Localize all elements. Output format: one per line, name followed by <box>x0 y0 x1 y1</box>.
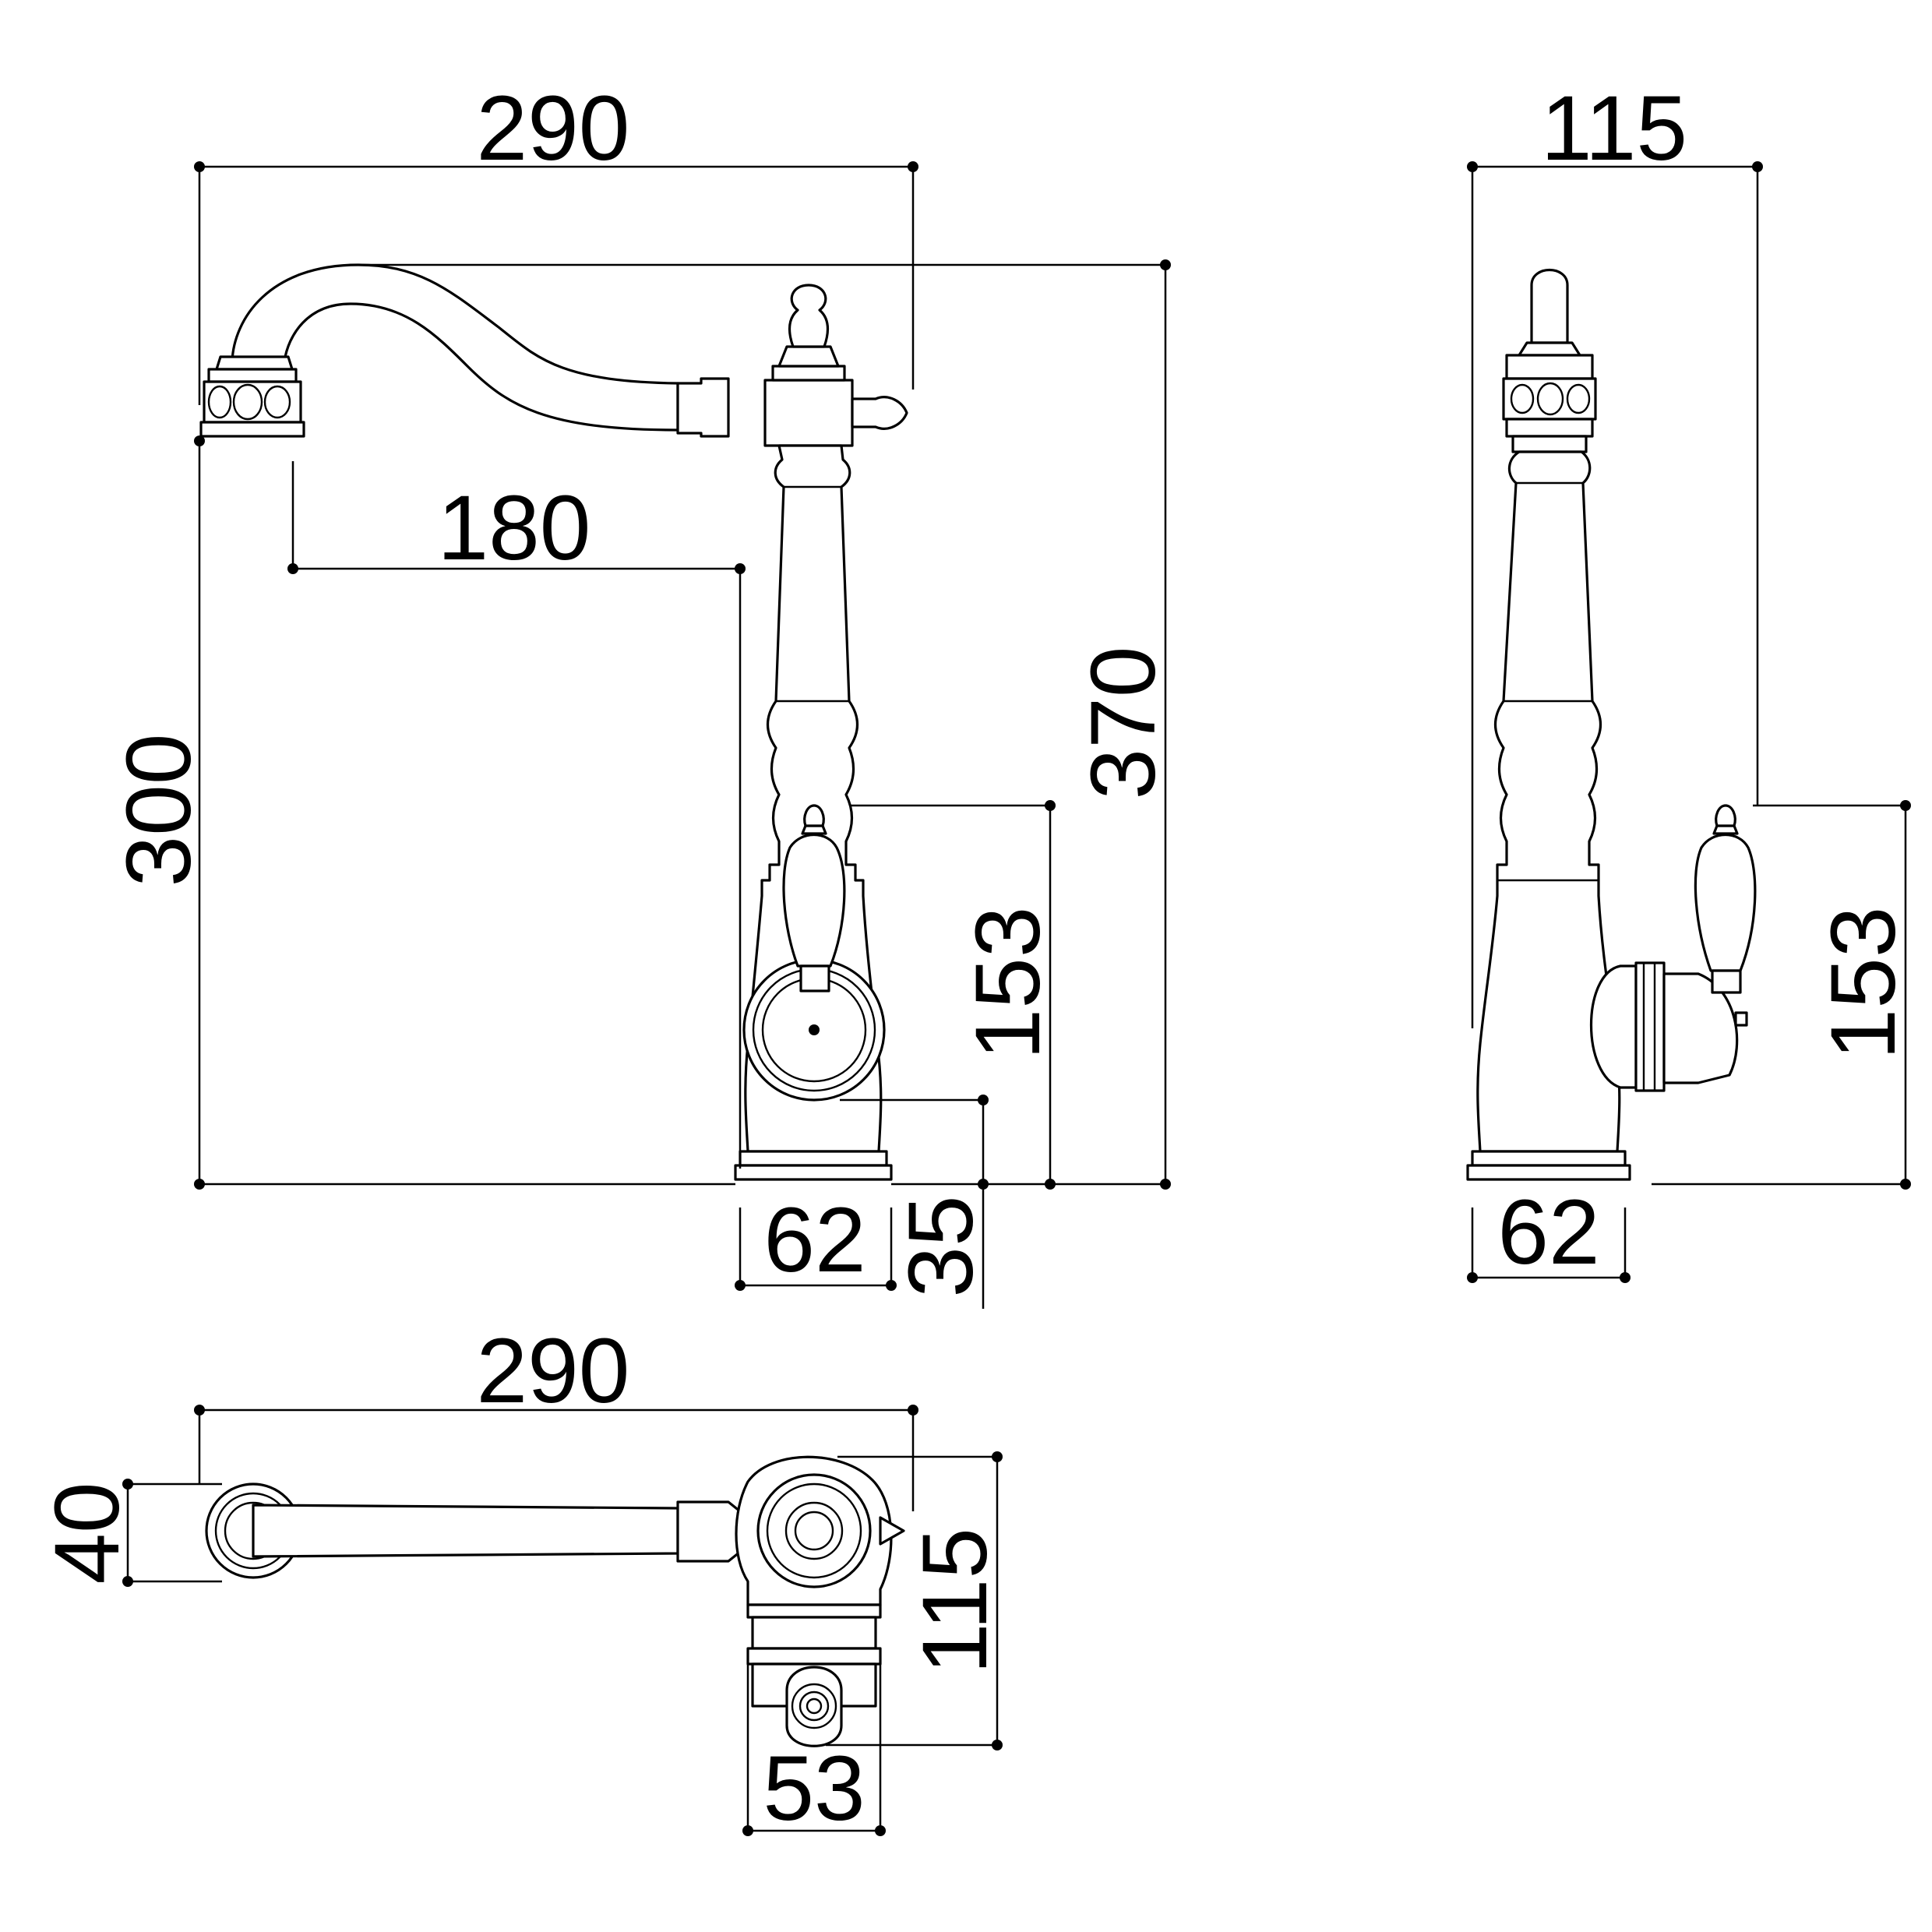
dimension-lines <box>122 161 1911 1836</box>
top-base-label: 53 <box>763 1737 865 1840</box>
front-width-label: 290 <box>477 77 630 180</box>
side-base-width-label: 62 <box>1497 1181 1599 1284</box>
front-base-height-label: 35 <box>890 1195 992 1297</box>
side-lever <box>1694 833 1757 972</box>
top-view <box>205 1455 905 1747</box>
top-aerator-label: 40 <box>36 1482 139 1584</box>
front-aerator <box>199 355 305 438</box>
side-lever-height-label: 153 <box>1812 907 1915 1060</box>
side-view <box>1466 268 1757 1181</box>
front-base-width-label: 62 <box>763 1189 866 1292</box>
side-cartridge <box>1589 964 1638 1089</box>
front-base <box>739 1150 888 1167</box>
front-lever-height-label: 153 <box>957 907 1059 1060</box>
dimension-labels: 290 180 300 370 153 35 62 115 153 62 290… <box>36 77 1915 1840</box>
front-height-label: 300 <box>108 734 210 887</box>
front-view <box>199 263 908 1181</box>
front-finial <box>788 284 830 348</box>
front-lever <box>782 833 846 968</box>
top-depth-label: 115 <box>904 1528 1007 1674</box>
front-total-height-label: 370 <box>1072 647 1175 800</box>
top-width-label: 290 <box>477 1320 630 1423</box>
side-width-label: 115 <box>1541 77 1687 180</box>
front-reach-label: 180 <box>438 477 591 580</box>
